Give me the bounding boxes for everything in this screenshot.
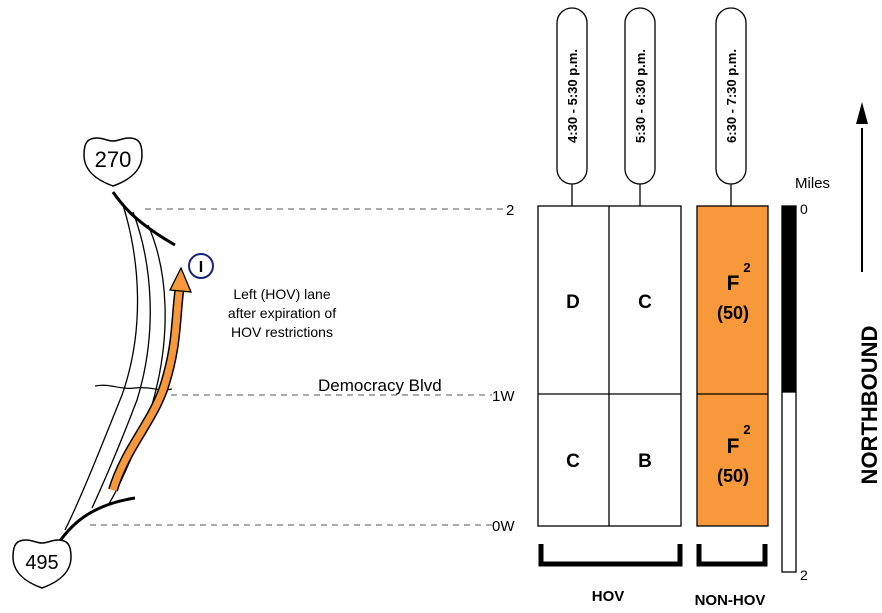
hov-bracket xyxy=(538,544,683,567)
annotation-line-3: HOV restrictions xyxy=(231,324,333,340)
scale-top-label: 0 xyxy=(800,201,808,217)
marker-circle: I xyxy=(188,253,214,279)
time-period-2: 5:30 - 6:30 p.m. xyxy=(624,7,656,206)
los-cell-r2-c3-speed: (50) xyxy=(717,466,749,486)
hov-group-label: HOV xyxy=(592,588,625,605)
non-hov-bracket xyxy=(696,544,768,567)
direction-arrowhead xyxy=(856,102,868,124)
hov-lane-arrow-fill xyxy=(109,284,184,492)
time-period-2-label: 5:30 - 6:30 p.m. xyxy=(633,49,648,143)
highway-bottom-ramp xyxy=(53,496,136,549)
time-period-1-label: 4:30 - 5:30 p.m. xyxy=(565,49,580,143)
los-cell-r1-c3-sup: 2 xyxy=(743,260,750,275)
los-cell-r2-c3: F xyxy=(727,435,740,458)
shield-495-label: 495 xyxy=(25,552,58,574)
scale-bottom-label: 2 xyxy=(800,567,808,583)
los-cell-r1-c3: F xyxy=(727,272,740,295)
milepost-middle: 1W xyxy=(492,388,515,405)
time-period-1: 4:30 - 5:30 p.m. xyxy=(556,7,588,206)
scale-bar-light xyxy=(781,391,797,573)
los-cell-r1-c3-speed: (50) xyxy=(717,303,749,323)
milepost-bottom: 0W xyxy=(492,518,515,535)
hov-lane-arrowhead xyxy=(168,266,193,293)
marker-letter: I xyxy=(199,259,203,276)
direction-label: NORTHBOUND xyxy=(857,326,882,485)
los-cell-r2-c1: C xyxy=(566,451,580,472)
los-cell-r2-c3-sup: 2 xyxy=(743,422,750,437)
los-cell-r1-c2: C xyxy=(638,292,652,313)
time-period-3-label: 6:30 - 7:30 p.m. xyxy=(724,49,739,143)
highway-edge-right xyxy=(107,224,166,506)
interstate-shield-270: 270 xyxy=(83,137,143,187)
scale-bar-dark xyxy=(781,205,797,393)
los-cell-r1-c1: D xyxy=(566,292,580,313)
highway-top-ramp xyxy=(111,191,176,247)
non-hov-group-label: NON-HOV xyxy=(695,592,766,609)
highway-edge-left xyxy=(64,204,139,531)
scale-title: Miles xyxy=(795,175,830,192)
annotation-line-1: Left (HOV) lane xyxy=(233,286,330,302)
los-cell-r2-c2: B xyxy=(638,451,652,472)
landmark-label: Democracy Blvd xyxy=(318,376,442,395)
highway-edge-inner xyxy=(91,211,151,509)
interstate-shield-495: 495 xyxy=(12,539,72,589)
non-hov-column: F 2 (50) F 2 (50) xyxy=(696,205,769,527)
milepost-top: 2 xyxy=(506,202,514,219)
shield-270-label: 270 xyxy=(95,147,132,172)
annotation-line-2: after expiration of xyxy=(228,305,336,321)
time-period-3: 6:30 - 7:30 p.m. xyxy=(715,7,747,206)
hov-grid: D C C B xyxy=(537,205,682,527)
